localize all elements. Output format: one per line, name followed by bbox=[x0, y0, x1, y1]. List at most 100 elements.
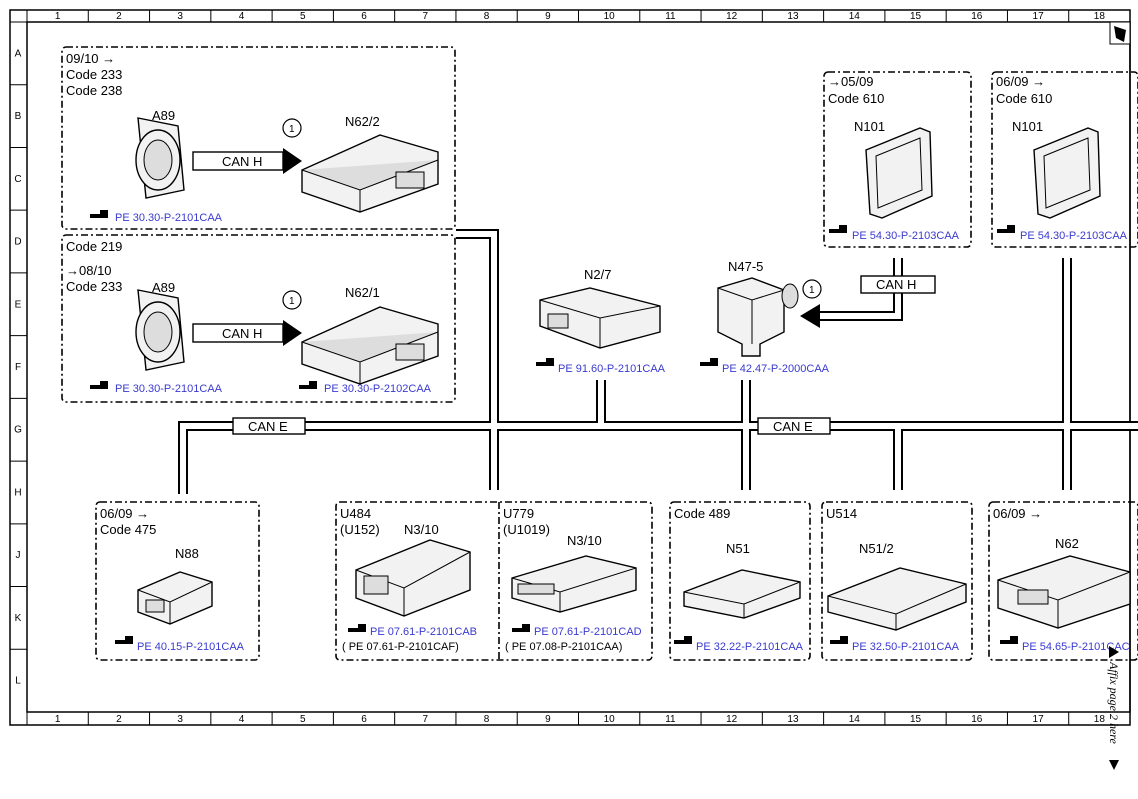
n62-module-icon bbox=[997, 555, 1131, 629]
n62-ref: PE 54.65-P-2101CAC bbox=[1022, 641, 1130, 653]
can-e-left-label-box bbox=[232, 417, 306, 435]
component-n2-7: N2/7 PE 91.60-P-2101CAA bbox=[536, 267, 666, 375]
u779-ref2: ( PE 07.08-P-2101CAA) bbox=[505, 641, 622, 653]
col-label-bottom: 18 bbox=[1094, 714, 1106, 725]
g1-line-2: Code 238 bbox=[66, 83, 122, 98]
n101b-label: N101 bbox=[1012, 119, 1043, 134]
col-label-top: 14 bbox=[849, 11, 861, 22]
n475-ref-hand-icon bbox=[700, 358, 718, 366]
n88-ref-hand-icon bbox=[115, 636, 133, 644]
n475-ref: PE 42.47-P-2000CAA bbox=[722, 363, 830, 375]
component-u484: U484 (U152) N3/10 PE 07.61-P-2101CAB ( P… bbox=[340, 506, 477, 653]
n101a-line-0: →05/09 bbox=[828, 74, 874, 89]
n101a-module-icon bbox=[865, 127, 933, 219]
g2-note-circle bbox=[282, 290, 302, 310]
col-label-top: 6 bbox=[361, 11, 367, 22]
a89-sensor-icon-2 bbox=[135, 289, 185, 371]
n27-ref-hand-icon bbox=[536, 358, 554, 366]
col-label-top: 4 bbox=[239, 11, 245, 22]
col-label-top: 10 bbox=[604, 11, 616, 22]
u484-line-1: (U152) bbox=[340, 522, 380, 537]
col-label-bottom: 4 bbox=[239, 714, 245, 725]
u779-line-1: (U1019) bbox=[503, 522, 550, 537]
n62-label: N62 bbox=[1055, 536, 1079, 551]
g2-note: 1 bbox=[289, 296, 295, 307]
u779-line-0: U779 bbox=[503, 506, 534, 521]
component-n51: Code 489 N51 PE 32.22-P-2101CAA bbox=[669, 501, 811, 661]
n101a-ref-hand-icon bbox=[829, 225, 847, 233]
u484-ref: PE 07.61-P-2101CAB bbox=[370, 626, 477, 638]
u484-line-0: U484 bbox=[340, 506, 371, 521]
col-label-top: 18 bbox=[1094, 11, 1106, 22]
row-label: H bbox=[14, 487, 21, 498]
n101b-line-1: Code 610 bbox=[996, 91, 1052, 106]
g1-arrow-icon bbox=[283, 148, 302, 174]
n88-line-0: 06/09 → bbox=[100, 506, 149, 521]
col-label-top: 16 bbox=[971, 11, 983, 22]
component-n47-5: N47-5 1 PE 42.47-P-2000CAA CAN H bbox=[700, 258, 936, 375]
side-note: Affix page 2 here bbox=[1107, 661, 1121, 745]
can-e-bus bbox=[178, 229, 1138, 494]
n27-ref: PE 91.60-P-2101CAA bbox=[558, 363, 666, 375]
g1-comp-a-label: A89 bbox=[152, 108, 175, 123]
row-label: D bbox=[14, 237, 21, 248]
g2-ref-b-hand-icon bbox=[299, 381, 317, 389]
n88-label: N88 bbox=[175, 546, 199, 561]
g2-comp-a-label: A89 bbox=[152, 280, 175, 295]
hand-pointer-icon bbox=[1114, 26, 1126, 42]
col-label-top: 5 bbox=[300, 11, 306, 22]
n512-label: N51/2 bbox=[859, 541, 894, 556]
n88-line-1: Code 475 bbox=[100, 522, 156, 537]
n101a-ref: PE 54.30-P-2103CAA bbox=[852, 230, 960, 242]
col-label-bottom: 3 bbox=[177, 714, 183, 725]
col-label-top: 2 bbox=[116, 11, 122, 22]
can-h-right-box bbox=[860, 275, 936, 294]
g1-can-label: CAN H bbox=[222, 154, 262, 169]
row-label: A bbox=[15, 48, 22, 59]
component-u779: U779 (U1019) N3/10 PE 07.61-P-2101CAD ( … bbox=[503, 506, 642, 653]
component-n62: 06/09 → N62 PE 54.65-P-2101CAC bbox=[988, 501, 1138, 661]
n101a-line-1: Code 610 bbox=[828, 91, 884, 106]
g2-ref-a: PE 30.30-P-2101CAA bbox=[115, 383, 223, 395]
g2-ref-b: PE 30.30-P-2102CAA bbox=[324, 383, 432, 395]
side-arrow-up-icon bbox=[1109, 646, 1119, 658]
col-label-bottom: 15 bbox=[910, 714, 922, 725]
col-label-bottom: 2 bbox=[116, 714, 122, 725]
n51-module-icon bbox=[683, 569, 801, 619]
n51-line-0: Code 489 bbox=[674, 506, 730, 521]
g2-can-label: CAN H bbox=[222, 326, 262, 341]
col-label-bottom: 11 bbox=[665, 714, 676, 725]
n101b-line-0: 06/09 → bbox=[996, 74, 1045, 89]
can-h-arrow-icon bbox=[800, 304, 820, 328]
row-label: E bbox=[15, 299, 22, 310]
g1-line-0: 09/10 → bbox=[66, 51, 115, 66]
row-label: F bbox=[15, 362, 21, 373]
row-label: B bbox=[15, 111, 22, 122]
col-label-bottom: 12 bbox=[726, 714, 738, 725]
u484-ref-hand-icon bbox=[348, 624, 366, 632]
n101a-label: N101 bbox=[854, 119, 885, 134]
a89-sensor-icon bbox=[135, 117, 185, 199]
g1-note-circle bbox=[282, 118, 302, 138]
col-label-bottom: 10 bbox=[604, 714, 616, 725]
col-label-top: 3 bbox=[177, 11, 183, 22]
row-label: G bbox=[14, 425, 22, 436]
col-label-top: 8 bbox=[484, 11, 490, 22]
n88-ref: PE 40.15-P-2101CAA bbox=[137, 641, 245, 653]
n475-label: N47-5 bbox=[728, 259, 763, 274]
can-e-left-label: CAN E bbox=[248, 419, 288, 434]
u779-ref: PE 07.61-P-2101CAD bbox=[534, 626, 642, 638]
component-n101-a: →05/09 Code 610 N101 PE 54.30-P-2103CAA bbox=[823, 71, 972, 248]
n51-2-module-icon bbox=[827, 567, 967, 631]
component-n51-2: U514 N51/2 PE 32.50-P-2101CAA bbox=[821, 501, 973, 661]
row-label: K bbox=[15, 613, 22, 624]
col-label-top: 12 bbox=[726, 11, 738, 22]
n62-2-module-icon bbox=[301, 134, 439, 213]
col-label-bottom: 1 bbox=[55, 714, 61, 725]
col-label-bottom: 13 bbox=[787, 714, 799, 725]
n88-module-icon bbox=[137, 571, 213, 625]
col-label-top: 9 bbox=[545, 11, 551, 22]
col-label-bottom: 14 bbox=[849, 714, 861, 725]
